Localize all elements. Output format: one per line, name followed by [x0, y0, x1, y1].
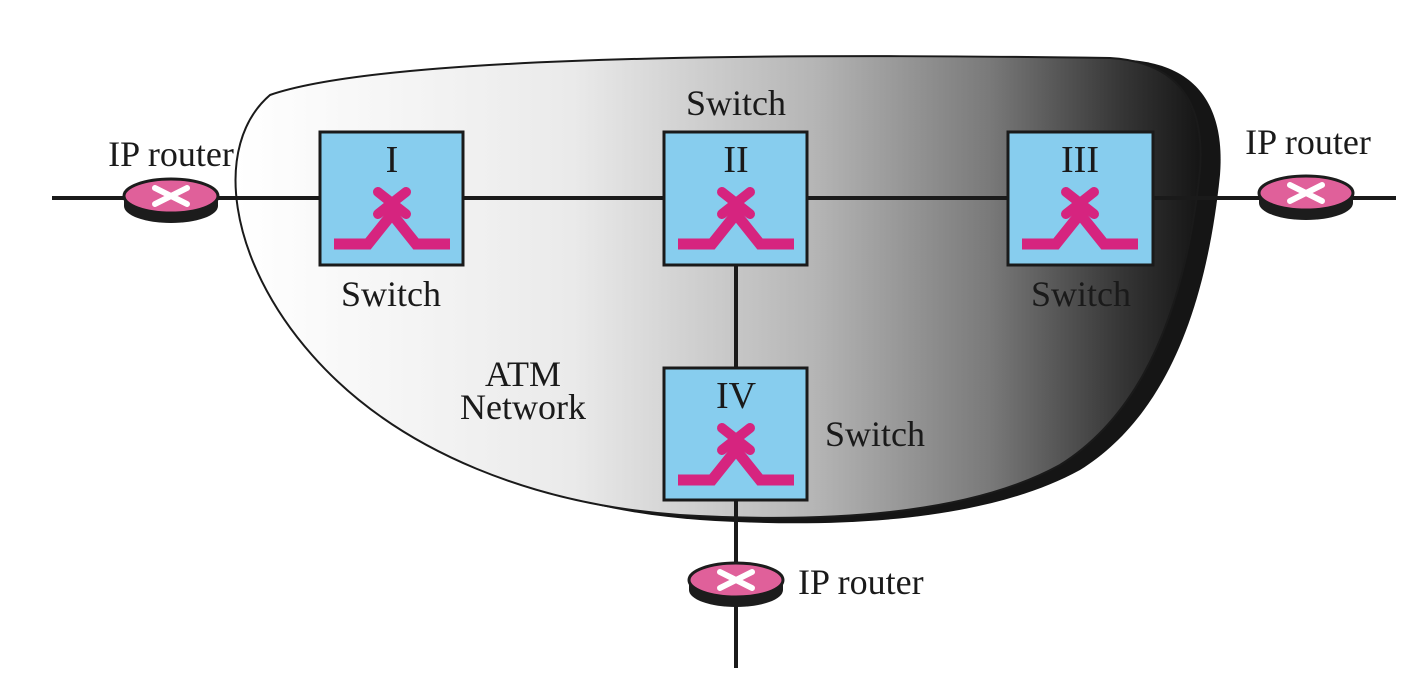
ip-router-icon: [1259, 176, 1353, 220]
network-cloud: [234, 55, 1202, 519]
switch-caption: Switch: [686, 83, 786, 123]
switch-id: IV: [716, 375, 757, 417]
switch-iii: III: [1006, 130, 1155, 267]
switch-caption: Switch: [825, 414, 925, 454]
switch-id: III: [1061, 139, 1099, 181]
switch-caption: Switch: [341, 274, 441, 314]
network-label-line1: ATM: [485, 354, 561, 394]
ip-router-right: [1259, 176, 1353, 220]
ip-router-icon: [689, 563, 783, 607]
switch-id: I: [386, 139, 399, 181]
router-label: IP router: [798, 562, 924, 602]
switch-ii: II: [662, 130, 809, 267]
router-label: IP router: [108, 134, 234, 174]
switch-i: I: [318, 130, 465, 267]
switch-iv: IV: [662, 366, 809, 502]
switch-caption: Switch: [1031, 274, 1131, 314]
switch-id: II: [723, 139, 748, 181]
ip-router-bottom: [689, 563, 783, 607]
router-label: IP router: [1245, 122, 1371, 162]
network-label-line2: Network: [460, 387, 586, 427]
ip-router-icon: [124, 179, 218, 223]
ip-router-left: [124, 179, 218, 223]
